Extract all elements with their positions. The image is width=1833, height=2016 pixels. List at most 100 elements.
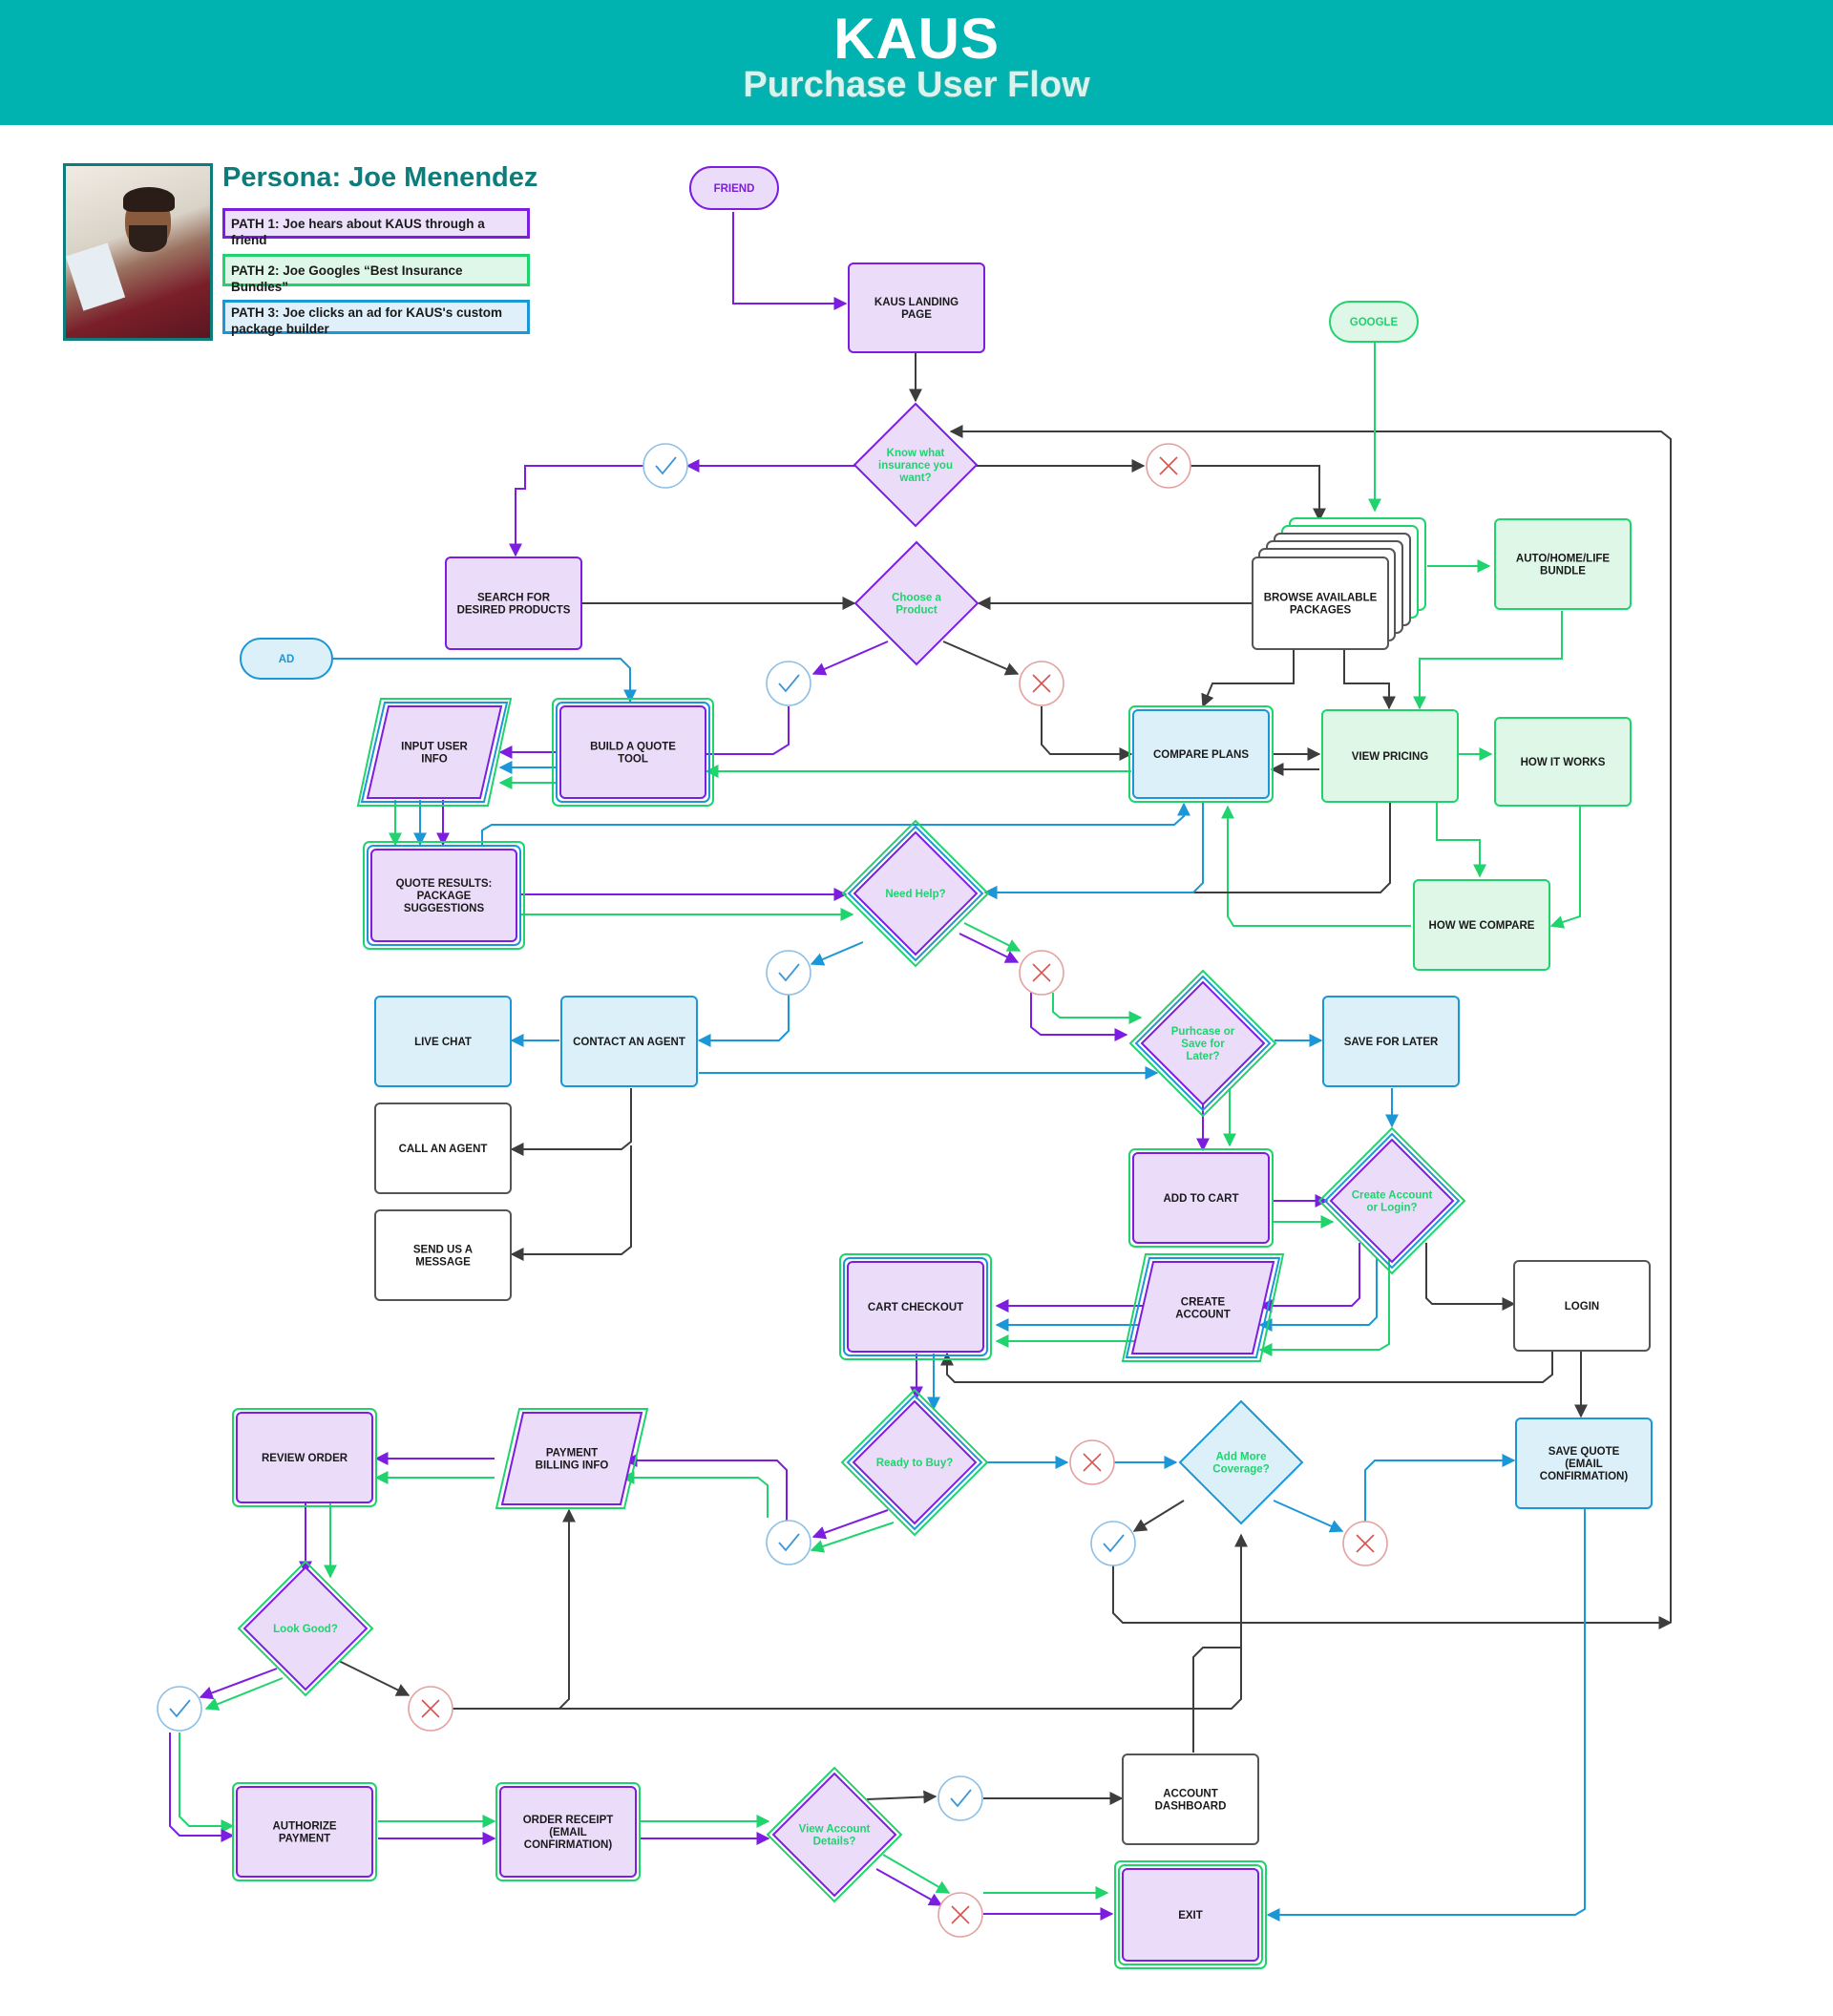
node-login-label: LOGIN — [1565, 1301, 1599, 1312]
flow-connector — [963, 922, 1022, 952]
node-add_cart[interactable]: ADD TO CART — [1128, 1148, 1274, 1248]
node-ready[interactable]: Ready to Buy? — [840, 1388, 989, 1537]
flow-connector — [1201, 649, 1295, 708]
node-how_works[interactable]: HOW IT WORKS — [1494, 717, 1632, 807]
node-call[interactable]: CALL AN AGENT — [374, 1102, 512, 1194]
node-how_works-label: HOW IT WORKS — [1521, 757, 1606, 768]
node-need_help-label: Need Help? — [885, 889, 945, 900]
decision-yes-icon — [157, 1686, 202, 1732]
persona-photo — [63, 163, 213, 341]
flow-connector — [875, 1868, 943, 1906]
decision-no-icon — [408, 1686, 453, 1732]
node-ready-label: Ready to Buy? — [876, 1458, 954, 1469]
node-pricing[interactable]: VIEW PRICING — [1321, 709, 1459, 803]
path-1-legend: PATH 1: Joe hears about KAUS through a f… — [222, 208, 530, 247]
node-review[interactable]: REVIEW ORDER — [232, 1408, 377, 1507]
node-cart_checkout-label: CART CHECKOUT — [868, 1302, 963, 1313]
flow-connector — [811, 640, 889, 676]
flow-connector — [330, 658, 637, 704]
flow-connector — [1436, 802, 1486, 878]
node-exit[interactable]: EXIT — [1114, 1860, 1267, 1969]
flow-connector — [1425, 1243, 1516, 1311]
flow-connector — [338, 1660, 411, 1696]
persona-name: Persona: Joe Menendez — [222, 162, 538, 193]
decision-no-icon — [1019, 661, 1064, 706]
node-pricing-label: VIEW PRICING — [1352, 751, 1429, 763]
flow-connector — [621, 1471, 769, 1518]
flow-connector — [1343, 649, 1396, 710]
flow-connector — [179, 1732, 235, 1833]
node-save_later-label: SAVE FOR LATER — [1344, 1037, 1439, 1048]
node-google[interactable]: GOOGLE — [1329, 301, 1419, 343]
decision-yes-icon — [1090, 1521, 1136, 1566]
decision-no-icon — [1146, 443, 1191, 489]
node-live_chat-label: LIVE CHAT — [414, 1037, 472, 1048]
node-login[interactable]: LOGIN — [1513, 1260, 1651, 1352]
node-how_compare-label: HOW WE COMPARE — [1429, 920, 1535, 932]
node-how_compare[interactable]: HOW WE COMPARE — [1413, 879, 1550, 971]
flow-connector — [1258, 1243, 1360, 1312]
flow-connector — [882, 1854, 951, 1894]
decision-no-icon — [938, 1892, 983, 1938]
node-compare[interactable]: COMPARE PLANS — [1128, 705, 1274, 803]
node-compare-label: COMPARE PLANS — [1153, 749, 1249, 761]
decision-yes-icon — [766, 950, 811, 996]
decision-yes-icon — [766, 1520, 811, 1565]
flow-connector — [1364, 1454, 1516, 1542]
node-ad[interactable]: AD — [240, 638, 333, 680]
flow-connector — [509, 465, 643, 557]
node-friend[interactable]: FRIEND — [689, 166, 779, 210]
flow-connector — [1052, 993, 1143, 1024]
node-look_good[interactable]: Look Good? — [237, 1560, 374, 1697]
flow-connector — [1258, 1258, 1378, 1332]
flow-connector — [1549, 807, 1581, 929]
node-cart_checkout[interactable]: CART CHECKOUT — [839, 1253, 992, 1360]
decision-yes-icon — [643, 443, 688, 489]
node-need_help[interactable]: Need Help? — [841, 819, 990, 968]
decision-no-icon — [1342, 1521, 1388, 1566]
node-add_cart-label: ADD TO CART — [1163, 1193, 1238, 1205]
flow-connector — [942, 640, 1020, 676]
flow-connector — [983, 802, 1204, 899]
flow-connector — [949, 425, 1672, 1623]
path-3-legend: PATH 3: Joe clicks an ad for KAUS's cust… — [222, 300, 530, 336]
node-review-label: REVIEW ORDER — [262, 1453, 348, 1464]
node-live_chat[interactable]: LIVE CHAT — [374, 996, 512, 1087]
node-contact[interactable]: CONTACT AN AGENT — [560, 996, 698, 1087]
node-save_later[interactable]: SAVE FOR LATER — [1322, 996, 1460, 1087]
